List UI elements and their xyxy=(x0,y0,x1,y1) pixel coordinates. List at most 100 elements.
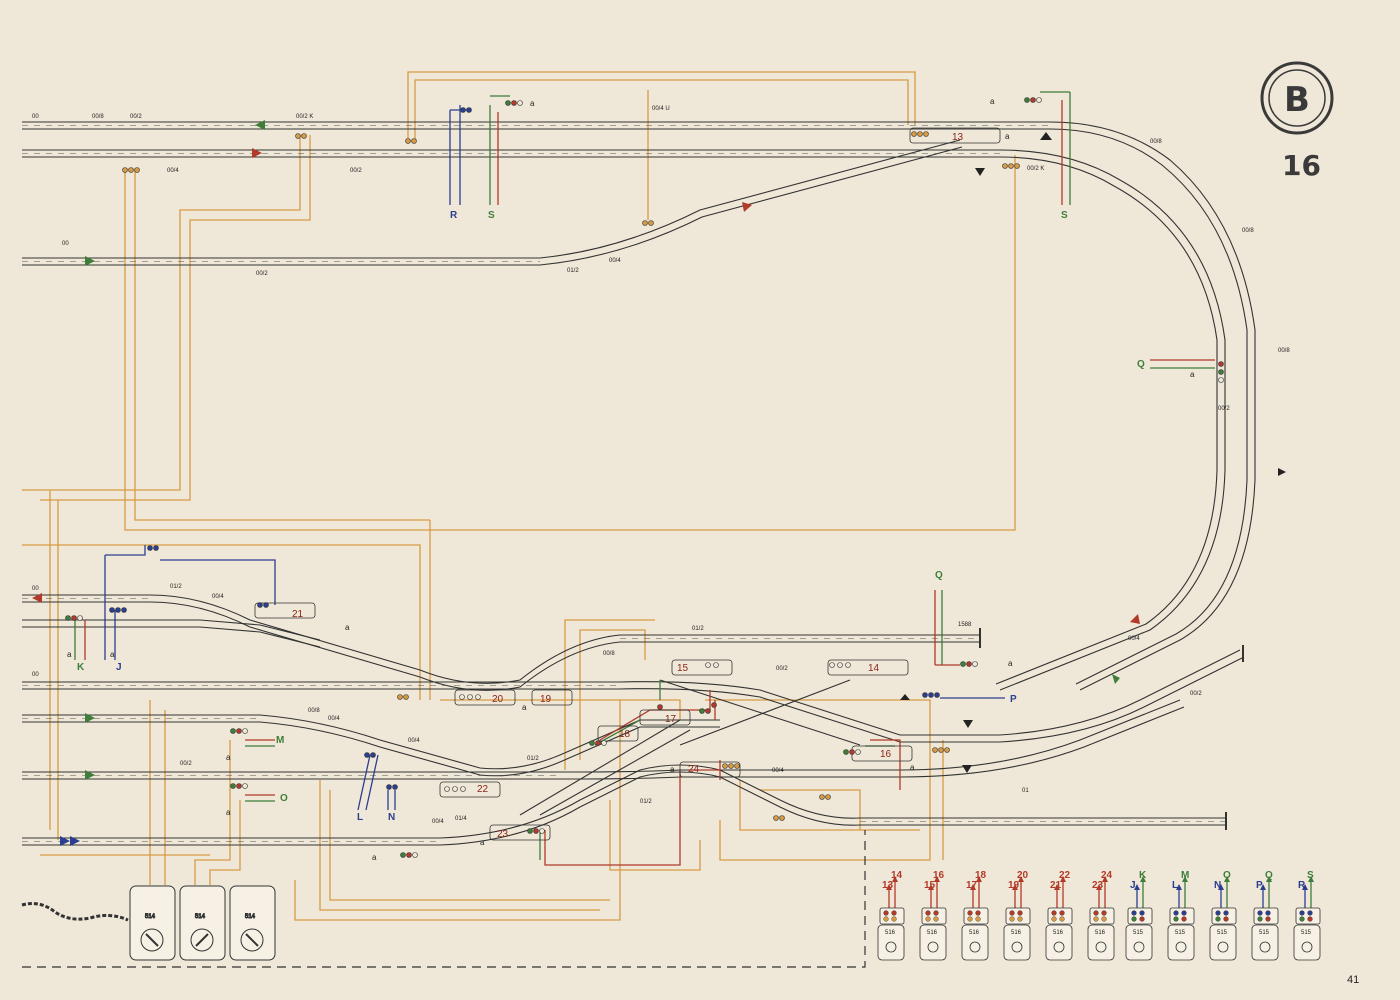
svg-text:a: a xyxy=(67,650,72,659)
svg-text:00/8: 00/8 xyxy=(1242,228,1254,234)
control-lead-label: P xyxy=(1256,880,1263,891)
signal-number: 24 xyxy=(688,764,700,775)
control-lead-label: K xyxy=(1139,870,1147,881)
svg-text:00/4: 00/4 xyxy=(167,168,179,174)
signal-number: 16 xyxy=(880,749,892,760)
svg-text:516: 516 xyxy=(1053,930,1064,936)
svg-text:00/4: 00/4 xyxy=(212,594,224,600)
control-lead-label: R xyxy=(1298,880,1306,891)
svg-text:00: 00 xyxy=(32,114,39,120)
svg-text:00/2 K: 00/2 K xyxy=(1027,166,1044,172)
svg-text:00/2: 00/2 xyxy=(350,168,362,174)
signal-number: 15 xyxy=(677,663,689,674)
color-wires xyxy=(74,91,1215,866)
svg-text:00/8: 00/8 xyxy=(1150,139,1162,145)
svg-text:515: 515 xyxy=(1133,930,1144,936)
signal-numbers: 13 14 15 16 17 18 19 20 21 22 23 24 xyxy=(292,132,964,840)
svg-text:00/2: 00/2 xyxy=(776,666,788,672)
signal-number: 22 xyxy=(477,784,489,795)
conn-letter: N xyxy=(388,812,395,823)
svg-text:515: 515 xyxy=(1175,930,1186,936)
svg-text:00/8: 00/8 xyxy=(603,651,615,657)
svg-text:00/2: 00/2 xyxy=(256,271,268,277)
track-lower-5 xyxy=(22,699,1181,773)
svg-text:516: 516 xyxy=(969,930,980,936)
svg-text:514: 514 xyxy=(145,914,156,920)
conn-letter: Q xyxy=(935,570,943,581)
svg-text:516: 516 xyxy=(927,930,938,936)
track-third xyxy=(22,139,961,259)
svg-text:515: 515 xyxy=(1301,930,1312,936)
wire-markers: a a a a a a a a a a a a a a a xyxy=(67,97,1195,862)
control-lead-label: 13 xyxy=(882,880,894,891)
svg-text:a: a xyxy=(372,853,377,862)
svg-text:00/8: 00/8 xyxy=(308,708,320,714)
signal-number: 19 xyxy=(540,694,552,705)
svg-text:00/4: 00/4 xyxy=(432,819,444,825)
svg-text:00/2: 00/2 xyxy=(1190,691,1202,697)
svg-text:00/4: 00/4 xyxy=(328,716,340,722)
signal-number: 13 xyxy=(952,132,964,143)
control-lead-label: 22 xyxy=(1059,870,1071,881)
svg-text:515: 515 xyxy=(1259,930,1270,936)
svg-text:516: 516 xyxy=(1095,930,1106,936)
svg-text:514: 514 xyxy=(195,914,206,920)
track-top-1 xyxy=(22,121,1256,691)
control-lead-label: S xyxy=(1307,870,1314,881)
track-lower-6 xyxy=(22,764,1225,839)
signal-number: 20 xyxy=(492,694,504,705)
svg-text:a: a xyxy=(1005,132,1010,141)
track-lower-4 xyxy=(22,714,720,770)
control-lead-label: L xyxy=(1172,880,1178,891)
plate-number: 16 xyxy=(1282,149,1321,182)
conn-letter: M xyxy=(276,735,284,746)
conn-letter: S xyxy=(1061,210,1068,221)
control-lead-label: 19 xyxy=(1008,880,1020,891)
conn-letter: S xyxy=(488,210,495,221)
control-lead-label: 16 xyxy=(933,870,945,881)
svg-text:00/4: 00/4 xyxy=(1128,636,1140,642)
control-box: RS 515 xyxy=(1293,870,1321,961)
page-number: 41 xyxy=(1347,974,1359,986)
conn-letter: R xyxy=(450,210,458,221)
svg-text:1588: 1588 xyxy=(958,622,972,628)
signal-number: 17 xyxy=(665,714,677,725)
track-ties xyxy=(22,125,1225,842)
tracks xyxy=(22,121,1256,846)
track-lower-2 xyxy=(22,619,321,641)
signal-number: 23 xyxy=(497,829,509,840)
transformer-1: 514 xyxy=(129,885,176,961)
conn-letter: Q xyxy=(1137,359,1145,370)
connection-letters: R S S Q Q P K J M O L N xyxy=(77,210,1145,823)
svg-text:00: 00 xyxy=(32,672,39,678)
svg-text:a: a xyxy=(522,703,527,712)
svg-text:00/2: 00/2 xyxy=(1218,406,1230,412)
svg-text:00: 00 xyxy=(62,241,69,247)
svg-text:01/2: 01/2 xyxy=(527,756,539,762)
svg-text:a: a xyxy=(990,97,995,106)
conn-letter: K xyxy=(77,662,85,673)
control-lead-label: 20 xyxy=(1017,870,1029,881)
control-lead-label: 24 xyxy=(1101,870,1113,881)
transformer-2: 514 xyxy=(179,885,226,961)
svg-text:00/8: 00/8 xyxy=(1278,348,1290,354)
svg-text:00/4: 00/4 xyxy=(609,258,621,264)
signal-boxes xyxy=(254,127,1001,841)
control-lead-label: 14 xyxy=(891,870,903,881)
conn-letter: J xyxy=(116,662,122,673)
orange-wiring xyxy=(22,71,1016,921)
svg-text:00/2: 00/2 xyxy=(180,761,192,767)
control-lead-label: 21 xyxy=(1050,880,1062,891)
svg-text:01: 01 xyxy=(1022,788,1029,794)
svg-text:a: a xyxy=(110,650,115,659)
svg-text:a: a xyxy=(1190,370,1195,379)
signal-number: 21 xyxy=(292,609,304,620)
control-panel-signals: 1314516151651617185161920516212251623245… xyxy=(877,870,1115,961)
conn-letter: L xyxy=(357,812,363,823)
conn-letter: O xyxy=(280,793,288,804)
